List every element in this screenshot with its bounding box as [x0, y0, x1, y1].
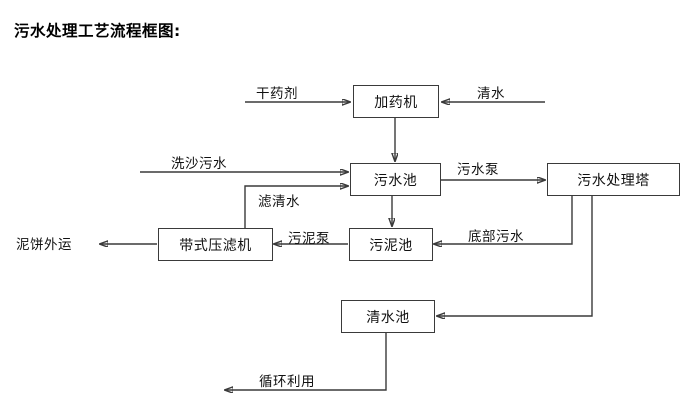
node-belt-filter-press-label: 带式压滤机: [179, 237, 252, 254]
label-sewage-pump: 污水泵: [457, 162, 499, 178]
page-title: 污水处理工艺流程框图:: [14, 22, 181, 40]
node-clean-water-pool[interactable]: 清水池: [341, 300, 435, 333]
edge-tower-to-sludge-pool: [434, 196, 573, 244]
node-sewage-pool[interactable]: 污水池: [350, 163, 441, 196]
label-mud-cake-out: 泥饼外运: [16, 237, 72, 253]
node-sewage-pool-label: 污水池: [373, 172, 418, 189]
label-clean-water-in: 清水: [477, 86, 505, 102]
node-sludge-pool-label: 污泥池: [369, 237, 413, 254]
node-sludge-pool[interactable]: 污泥池: [349, 228, 433, 261]
label-filtered-clear-water: 滤清水: [258, 194, 300, 210]
node-sewage-treatment-tower-label: 污水处理塔: [577, 172, 650, 189]
label-sludge-pump: 污泥泵: [288, 231, 330, 247]
label-recycling-reuse: 循环利用: [259, 374, 315, 390]
edge-filter-press-to-sewage-pool: [244, 186, 348, 228]
edge-clean-water-pool-to-recycling: [225, 332, 387, 390]
node-dosing-machine[interactable]: 加药机: [353, 85, 439, 118]
node-clean-water-pool-label: 清水池: [366, 309, 410, 326]
edge-tower-to-clean-water-pool: [437, 196, 593, 316]
node-sewage-treatment-tower[interactable]: 污水处理塔: [547, 163, 680, 196]
label-sand-washing-sewage: 洗沙污水: [171, 156, 227, 172]
node-dosing-machine-label: 加药机: [374, 94, 418, 111]
label-dry-chemical: 干药剂: [256, 86, 298, 102]
label-bottom-sewage: 底部污水: [468, 229, 524, 245]
node-belt-filter-press[interactable]: 带式压滤机: [158, 228, 273, 261]
